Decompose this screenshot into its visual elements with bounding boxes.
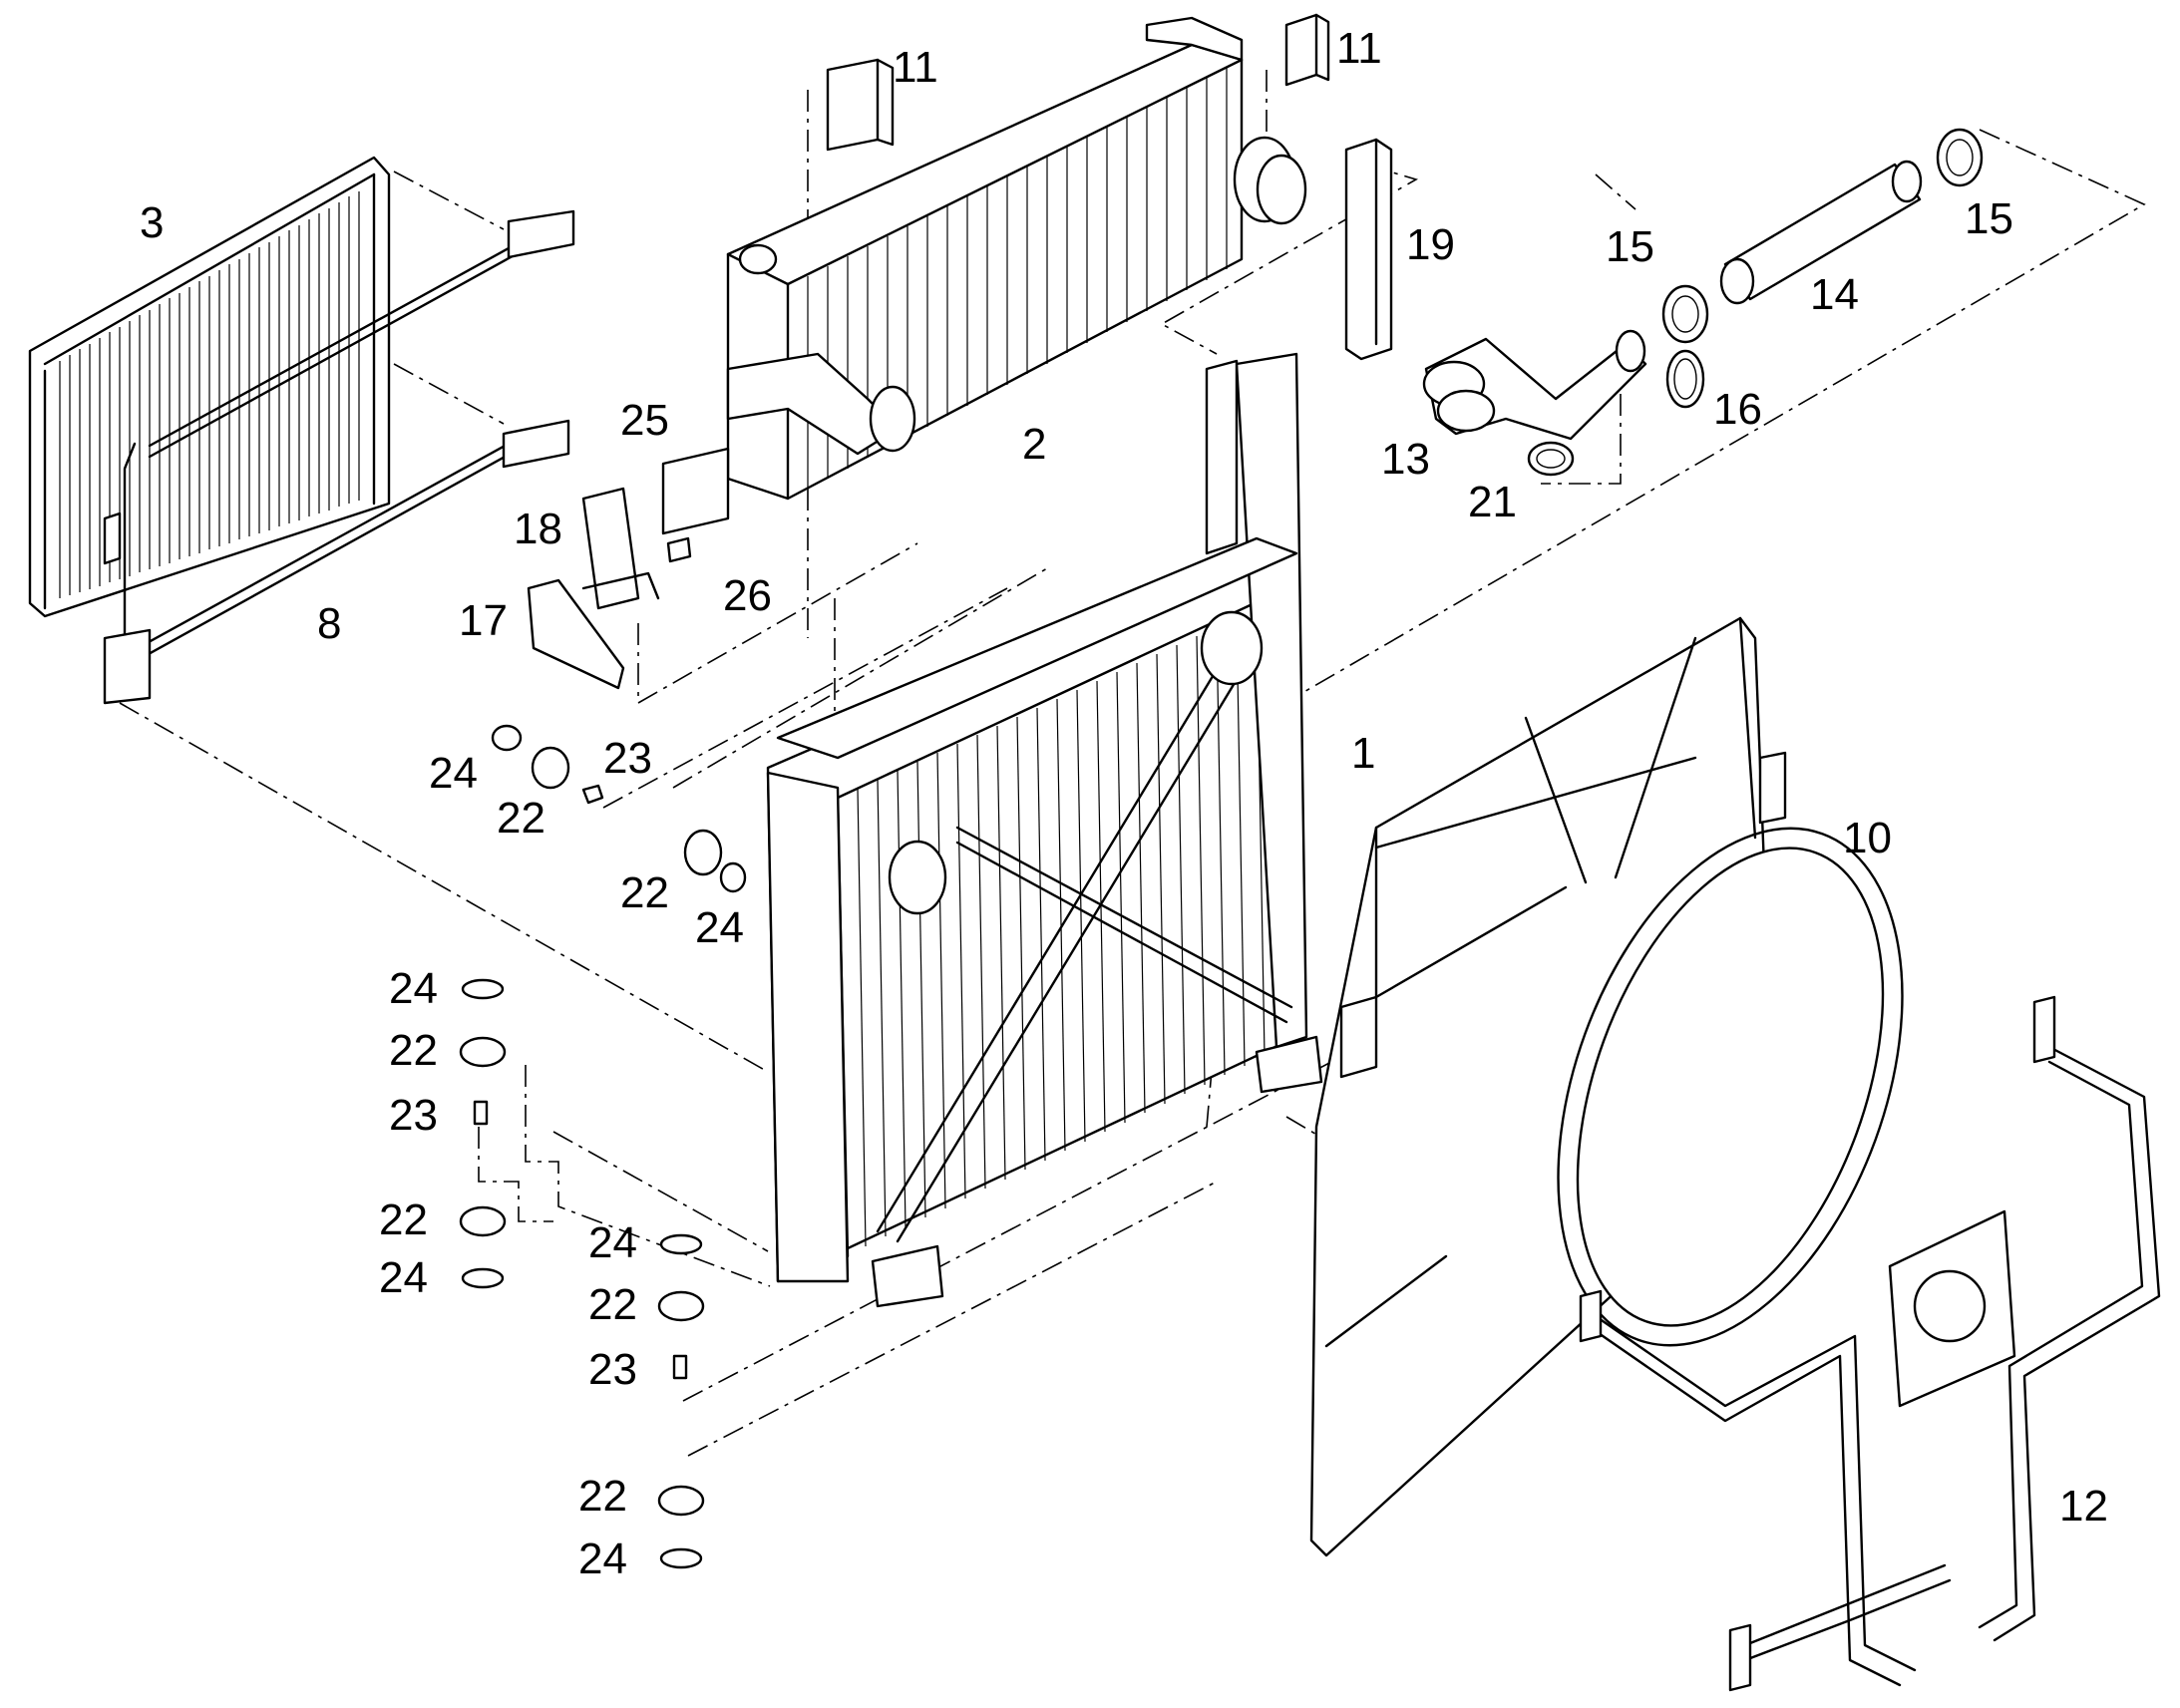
hardware-stack-lower-left	[459, 978, 507, 1289]
callout-14: 14	[1810, 270, 1859, 319]
callout-labels: 1 2 3 8 10 11 11 12 13 14 15 15 16 17 18…	[140, 24, 2108, 1583]
condenser-part-3	[28, 156, 391, 660]
callout-22-f: 22	[578, 1472, 627, 1521]
callout-23-a: 23	[603, 734, 652, 783]
hardware-stack-lower-mid	[657, 1233, 705, 1569]
callout-3: 3	[140, 198, 164, 247]
clamp-part-21	[1527, 441, 1575, 477]
callout-13: 13	[1381, 435, 1430, 484]
callout-11-left: 11	[893, 43, 938, 92]
bracket-part-11-left	[826, 58, 895, 152]
callout-24-f: 24	[578, 1535, 627, 1583]
clamp-part-16	[1665, 349, 1705, 409]
callout-10: 10	[1843, 814, 1892, 862]
callout-24-e: 24	[588, 1218, 637, 1267]
callout-22-a: 22	[497, 794, 545, 843]
callout-21: 21	[1468, 478, 1517, 526]
callout-18: 18	[514, 505, 562, 553]
callout-15-right: 15	[1965, 194, 2013, 243]
hose-part-14	[1719, 160, 1923, 305]
callout-22-e: 22	[588, 1280, 637, 1329]
bracket-part-11-right	[1284, 13, 1330, 87]
callout-24-a: 24	[429, 749, 478, 798]
hardware-set-mid	[683, 829, 747, 893]
clamp-part-15-left	[1661, 284, 1709, 344]
callout-1: 1	[1351, 729, 1375, 778]
mounting-rods-part-8	[103, 209, 575, 705]
callout-22-c: 22	[389, 1026, 438, 1075]
radiator-part-1	[766, 352, 1323, 1308]
charge-air-cooler-part-2	[726, 16, 1307, 501]
fan-shroud-part-10	[1309, 616, 1904, 1557]
callout-26: 26	[723, 571, 772, 620]
hose-elbow-part-13	[1422, 329, 1647, 441]
clamp-part-15-right	[1936, 128, 1984, 187]
callout-16: 16	[1713, 385, 1762, 434]
callout-23-c: 23	[588, 1345, 637, 1394]
callout-8: 8	[317, 599, 341, 648]
pin-part-26	[666, 536, 692, 563]
callout-25: 25	[620, 396, 669, 445]
plate-part-25	[661, 447, 730, 535]
fan-support-part-12	[1579, 995, 2161, 1692]
callout-15-left: 15	[1606, 222, 1654, 271]
callout-24-b: 24	[695, 903, 744, 952]
callout-2: 2	[1022, 420, 1046, 469]
callout-22-b: 22	[620, 868, 669, 917]
callout-12: 12	[2059, 1482, 2108, 1531]
callout-17: 17	[459, 596, 508, 645]
bracket-part-17	[527, 578, 625, 690]
callout-24-c: 24	[389, 964, 438, 1013]
callout-22-d: 22	[379, 1196, 428, 1244]
callout-24-d: 24	[379, 1253, 428, 1302]
callout-23-b: 23	[389, 1091, 438, 1140]
hardware-set-left	[491, 724, 604, 805]
strip-part-19	[1344, 138, 1393, 361]
callout-11-right: 11	[1336, 24, 1382, 73]
callout-19: 19	[1406, 220, 1455, 269]
bracket-part-18	[581, 487, 660, 610]
